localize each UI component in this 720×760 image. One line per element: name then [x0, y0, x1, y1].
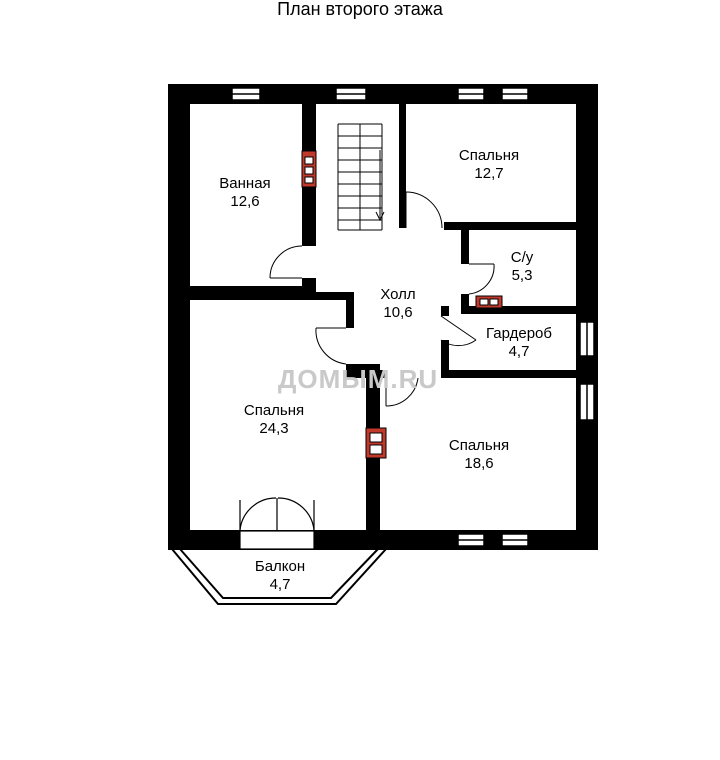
- room-label-bedroom-ne: Спальня 12,7: [459, 147, 519, 182]
- door-swing: [385, 377, 419, 407]
- staircase: [337, 123, 385, 231]
- room-label-wardrobe: Гардероб 4,7: [486, 325, 552, 360]
- room-name: Ванная: [219, 175, 270, 192]
- room-area: 18,6: [464, 455, 493, 472]
- room-name: Спальня: [244, 402, 304, 419]
- balcony-door: [239, 497, 315, 550]
- room-name: Балкон: [255, 558, 305, 575]
- room-area: 5,3: [512, 267, 533, 284]
- room-name: С/у: [511, 249, 534, 266]
- window: [335, 87, 367, 101]
- room-label-wc: С/у 5,3: [511, 249, 534, 284]
- door-swing: [269, 245, 303, 279]
- chimney-duct: [475, 295, 503, 309]
- room-label-hall: Холл 10,6: [380, 286, 415, 321]
- window: [579, 321, 595, 357]
- room-area: 4,7: [509, 343, 530, 360]
- room-area: 24,3: [259, 420, 288, 437]
- room-labels: Ванная 12,6 Спальня 12,7 С/у 5,3 Холл 10…: [219, 147, 552, 593]
- window: [579, 383, 595, 421]
- door-swing: [440, 315, 477, 347]
- chimneys: [301, 150, 503, 459]
- chimney-duct: [301, 150, 317, 188]
- room-label-bathroom: Ванная 12,6: [219, 175, 270, 210]
- room-area: 10,6: [383, 304, 412, 321]
- door-swings: [269, 191, 495, 407]
- room-area: 12,7: [474, 165, 503, 182]
- balcony-outline: [171, 548, 387, 605]
- window: [501, 87, 529, 101]
- chimney-duct: [365, 427, 387, 459]
- watermark: ДОМЫМ.RU: [278, 364, 438, 394]
- window: [231, 87, 261, 101]
- window: [457, 533, 485, 547]
- room-label-bedroom-se: Спальня 18,6: [449, 437, 509, 472]
- room-name: Спальня: [459, 147, 519, 164]
- room-name: Спальня: [449, 437, 509, 454]
- door-swing: [315, 327, 347, 365]
- page-title: План второго этажа: [277, 0, 443, 19]
- room-name: Холл: [380, 286, 415, 303]
- window: [457, 87, 485, 101]
- windows: [231, 87, 595, 547]
- door-swing: [405, 191, 443, 229]
- window: [501, 533, 529, 547]
- door-swing: [468, 263, 495, 295]
- room-name: Гардероб: [486, 325, 552, 342]
- room-area: 12,6: [230, 193, 259, 210]
- room-label-bedroom-w: Спальня 24,3: [244, 402, 304, 437]
- room-area: 4,7: [270, 576, 291, 593]
- room-label-balcony: Балкон 4,7: [255, 558, 305, 593]
